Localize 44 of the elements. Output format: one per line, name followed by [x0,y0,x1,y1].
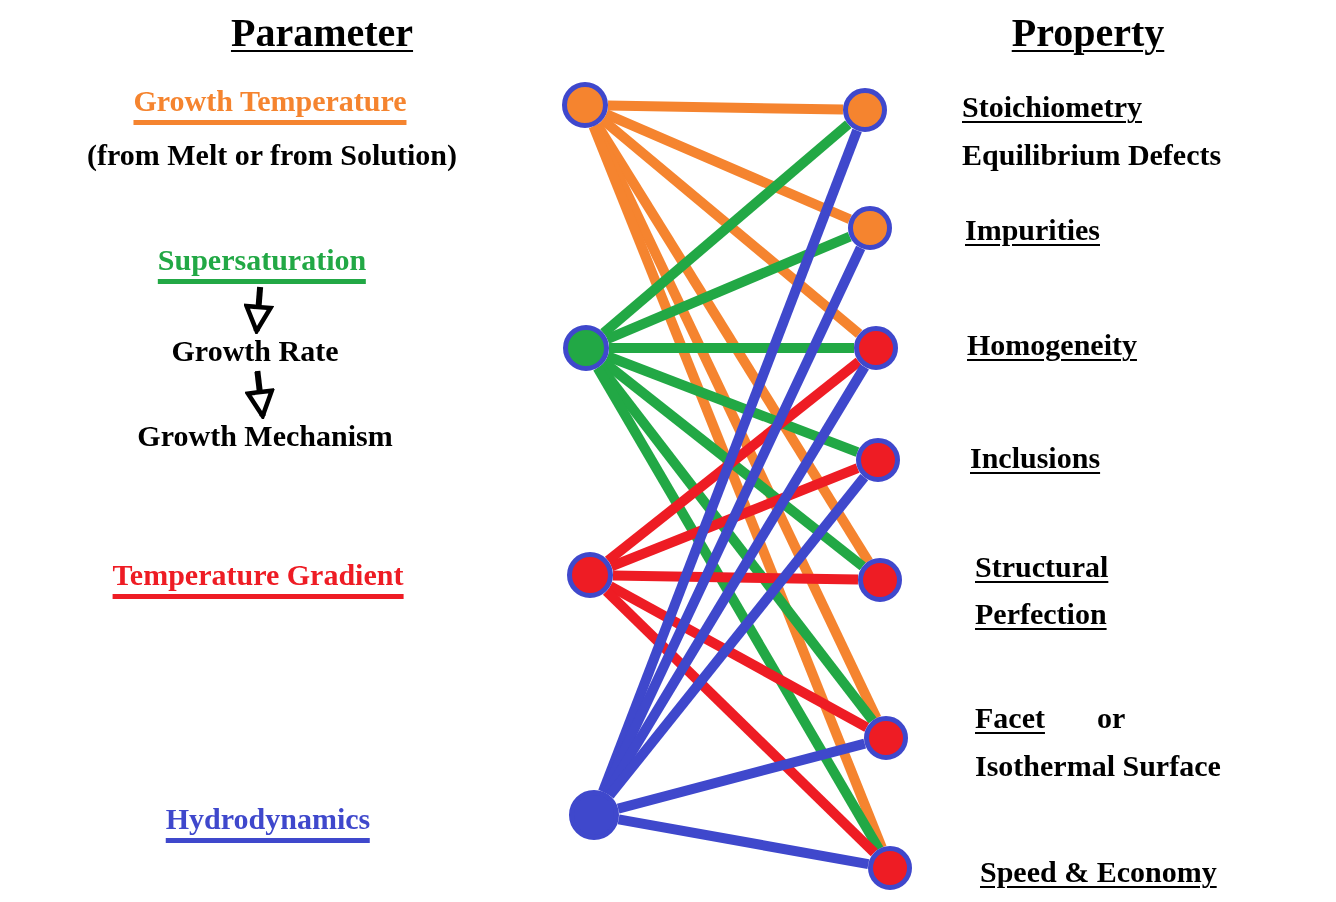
connector-line [605,231,852,344]
node-circle [856,438,900,482]
column-heading: Parameter [230,10,414,56]
connector-line [612,570,859,585]
parameter-label: Hydrodynamics [165,802,371,843]
down-arrow [245,370,274,419]
connector-line [609,343,854,353]
node-circle [848,206,892,250]
parameter-label: Temperature Gradient [112,558,404,599]
down-arrow [244,286,273,334]
connector-line [617,814,870,870]
node-circle [868,846,912,890]
property-label: Stoichiometry [962,90,1142,124]
connector-line [607,581,870,732]
node-circle [567,552,613,598]
connector-line [602,587,878,857]
connector-line [616,738,866,814]
node-text: Growth Mechanism [137,419,393,453]
connector-line [609,463,860,572]
property-label: Facet [975,701,1045,735]
node-circle [843,88,887,132]
node-circle [854,326,898,370]
property-label: Inclusions [970,441,1101,475]
node-circle [563,325,609,371]
parameter-label: Growth Temperature [133,84,407,125]
node-text: Supersaturation [157,243,367,284]
connector-line [604,109,852,224]
node-circle [562,82,608,128]
node-circle [569,790,619,840]
node-text: Growth Rate [171,334,339,368]
connector-line [605,351,860,457]
property-label: Speed & Economy [980,855,1217,889]
property-label: Equilibrium Defects [962,138,1222,172]
property-label: Isothermal Surface [975,749,1221,783]
column-heading: Property [1011,10,1165,56]
property-label: or [1097,701,1126,735]
parameter-note: (from Melt or from Solution) [87,138,457,172]
property-label: Homogeneity [967,328,1137,362]
property-label: Structural Perfection [975,549,1110,632]
connector-line [588,124,887,850]
node-circle [858,558,902,602]
connector-line [607,100,844,115]
node-circle [864,716,908,760]
property-label: Impurities [965,213,1100,247]
